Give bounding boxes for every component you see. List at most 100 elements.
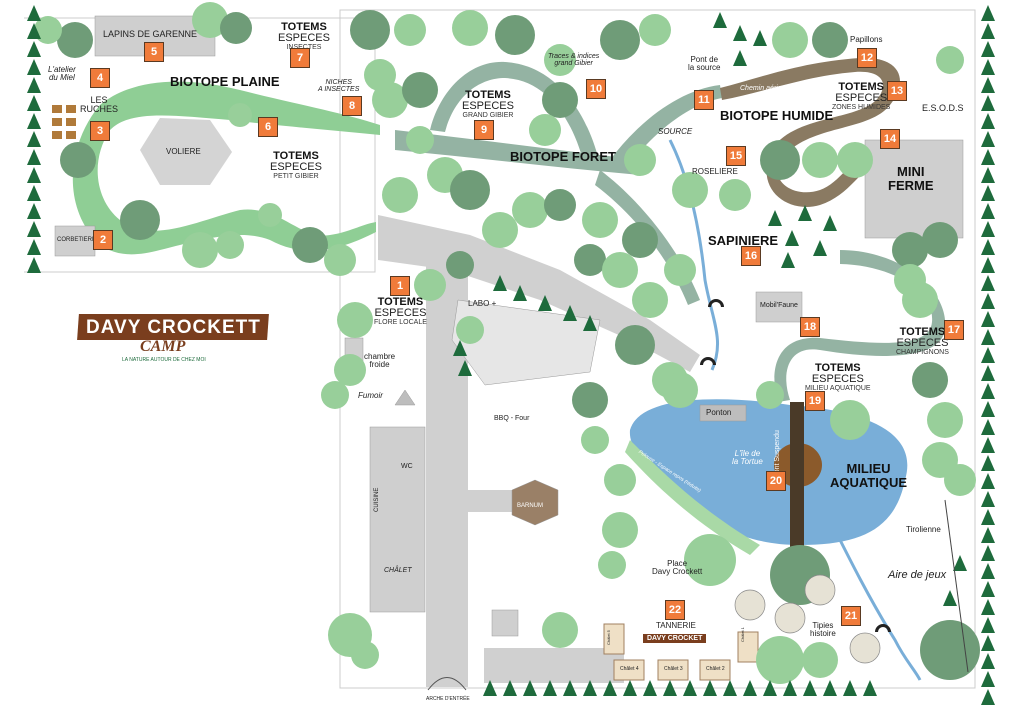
tree [321, 381, 349, 409]
label-cuisine: CUISINE [374, 487, 380, 512]
totem-flore-locale-sub: FLORE LOCALE [374, 319, 427, 326]
pine-tree [981, 419, 995, 435]
totem-champignons-title: TOTEMS [899, 326, 946, 338]
label-ruches: LES RUCHES [80, 95, 118, 115]
marker-7[interactable]: 7 [290, 48, 310, 68]
totem-petit-gibier-especes: ESPECES [270, 161, 322, 173]
label-papillons: Papillons [850, 35, 883, 44]
pine-tree [785, 230, 799, 246]
tree [450, 170, 490, 210]
pine-tree [981, 275, 995, 291]
label-mobil-faune: Mobil'Faune [760, 302, 798, 309]
tree [760, 140, 800, 180]
tree [220, 12, 252, 44]
plaine-path [72, 81, 381, 255]
label-barnum: BARNUM [517, 503, 544, 509]
marker-4[interactable]: 4 [90, 68, 110, 88]
tree [772, 22, 808, 58]
marker-19[interactable]: 19 [805, 391, 825, 411]
pine-tree [603, 680, 617, 696]
marker-15[interactable]: 15 [726, 146, 746, 166]
marker-20[interactable]: 20 [766, 471, 786, 491]
tree [756, 636, 804, 684]
tree [216, 231, 244, 259]
totem-petit-gibier-sub: PETIT GIBIER [273, 173, 319, 180]
label-bbq: BBQ - Four [494, 415, 530, 422]
label-ruches-1: LES [90, 95, 108, 105]
label-corbetiere: CORBETIERE [57, 237, 97, 243]
marker-11[interactable]: 11 [694, 90, 714, 110]
label-traces-2: grand Gibier [554, 60, 593, 68]
pine-tree [981, 617, 995, 633]
pine-tree [981, 509, 995, 525]
marker-16[interactable]: 16 [741, 246, 761, 266]
tree [624, 144, 656, 176]
totem-milieu-aquatique: TOTEMS ESPECES MILIEU AQUATIQUE [805, 362, 871, 393]
marker-8[interactable]: 8 [342, 96, 362, 116]
marker-22[interactable]: 22 [665, 600, 685, 620]
label-chambre-froide: chambre froide [364, 352, 395, 370]
label-pont-source-2: la source [688, 63, 721, 73]
totem-champignons-sub: CHAMPIGNONS [896, 349, 949, 356]
pine-tree [981, 77, 995, 93]
marker-21[interactable]: 21 [841, 606, 861, 626]
tree [57, 22, 93, 58]
totem-grand-gibier-sub: GRAND GIBIER [462, 112, 514, 119]
tree [912, 362, 948, 398]
pine-tree [863, 680, 877, 696]
tree [902, 282, 938, 318]
totem-milieu-aquatique-title: TOTEMS [814, 362, 861, 374]
marker-13[interactable]: 13 [887, 81, 907, 101]
tree [574, 244, 606, 276]
pine-tree [798, 205, 812, 221]
totem-grand-gibier: TOTEMS ESPECES GRAND GIBIER [462, 90, 514, 120]
marker-6[interactable]: 6 [258, 117, 278, 137]
tree [830, 400, 870, 440]
zone-mini-ferme: MINI FERME [888, 165, 934, 192]
pine-tree [981, 437, 995, 453]
site-boundary [339, 9, 976, 689]
pine-tree [583, 315, 597, 331]
pine-tree [981, 185, 995, 201]
pine-tree [27, 5, 41, 21]
tree [582, 202, 618, 238]
marker-9[interactable]: 9 [474, 120, 494, 140]
marker-18[interactable]: 18 [800, 317, 820, 337]
marker-2[interactable]: 2 [93, 230, 113, 250]
label-esods: E.S.O.D.S [922, 103, 964, 113]
pine-tree [623, 680, 637, 696]
tree [402, 72, 438, 108]
tree [258, 203, 282, 227]
tree [394, 14, 426, 46]
marker-1[interactable]: 1 [390, 276, 410, 296]
tree [372, 82, 408, 118]
label-fumoir: Fumoir [358, 391, 383, 400]
tree [542, 82, 578, 118]
label-ile-2: la Tortue [732, 457, 763, 467]
tree [632, 282, 668, 318]
tree [452, 10, 488, 46]
tree [920, 620, 980, 680]
label-chalet: CHÂLET [384, 567, 412, 574]
pine-tree [981, 365, 995, 381]
pine-tree [981, 527, 995, 543]
label-tirolienne: Tirolienne [906, 525, 941, 534]
label-place: Place Davy Crockett [652, 559, 702, 577]
pine-tree [981, 653, 995, 669]
marker-12[interactable]: 12 [857, 48, 877, 68]
pine-tree [27, 239, 41, 255]
totem-petit-gibier-title: TOTEMS [273, 150, 319, 162]
marker-3[interactable]: 3 [90, 121, 110, 141]
label-arche: ARCHE D'ENTRÉE [426, 696, 470, 702]
tree [228, 103, 252, 127]
tree [684, 534, 736, 586]
marker-5[interactable]: 5 [144, 42, 164, 62]
marker-10[interactable]: 10 [586, 79, 606, 99]
marker-14[interactable]: 14 [880, 129, 900, 149]
label-ile: L'île de la Tortue [732, 449, 763, 467]
arche-entree [427, 677, 467, 691]
label-lapins: LAPINS DE GARENNE [103, 29, 198, 39]
label-aire-jeux: Aire de jeux [888, 569, 947, 581]
pine-tree [753, 30, 767, 46]
marker-17[interactable]: 17 [944, 320, 964, 340]
